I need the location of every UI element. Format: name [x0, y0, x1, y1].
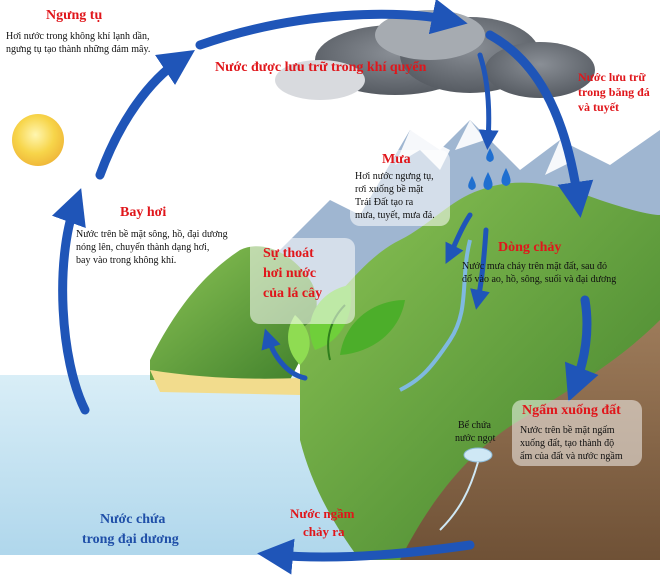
rain-title: Mưa: [382, 152, 411, 167]
sun-icon: [12, 114, 64, 166]
arrow-infiltration: [564, 295, 599, 402]
evaporation-desc-3: bay vào trong không khí.: [76, 255, 177, 266]
condensation-title: Ngưng tụ: [46, 8, 103, 23]
arrow-runoff-2: [470, 227, 490, 310]
evaporation-desc-2: nóng lên, chuyển thành dạng hơi,: [76, 242, 210, 253]
raindrops: [468, 148, 511, 190]
atmosphere-storage-label: Nước được lưu trữ trong khí quyển: [215, 60, 427, 75]
groundwater-out-line-2: chảy ra: [303, 524, 345, 539]
ice-storage-line-2: trong băng đá: [578, 85, 650, 99]
arrow-top: [195, 0, 468, 50]
river: [399, 239, 472, 392]
runoff-desc-1: Nước mưa chảy trên mặt đất, sau đó: [462, 261, 607, 272]
evaporation-desc-1: Nước trên bề mặt sông, hồ, đại dương: [76, 229, 228, 240]
infiltration-desc-3: ẩm của đất và nước ngầm: [520, 451, 623, 462]
infiltration-desc-1: Nước trên bề mặt ngấm: [520, 425, 615, 436]
groundwater-out-line-1: Nước ngầm: [290, 506, 355, 521]
arrow-groundwater: [257, 538, 475, 575]
infiltration-title: Ngấm xuống đất: [522, 403, 621, 418]
arrow-rain-down: [477, 52, 499, 150]
beach: [150, 370, 300, 395]
infiltration-box: [512, 400, 642, 466]
arrow-runoff-1: [445, 212, 473, 264]
arrow-ice: [485, 30, 594, 218]
arrow-evaporation: [51, 188, 90, 415]
ice-storage-line-3: và tuyết: [578, 100, 619, 114]
arrow-transpiration: [261, 328, 308, 381]
rain-desc-4: mưa, tuyết, mưa đá.: [355, 210, 435, 221]
condensation-desc-2: ngưng tụ tạo thành những đám mây.: [6, 44, 151, 55]
runoff-desc-2: đổ vào ao, hồ, sông, suối và đại dương: [462, 274, 617, 285]
freshwater-line-1: Bể chứa: [458, 420, 491, 431]
transpiration-line-1: Sự thoát: [263, 246, 314, 261]
infiltration-desc-2: xuống đất, tạo thành độ: [520, 438, 615, 449]
transpiration-line-2: hơi nước: [263, 266, 317, 281]
arrow-condensation: [95, 50, 195, 180]
transpiration-line-3: của lá cây: [263, 286, 323, 301]
ocean-storage-line-1: Nước chứa: [100, 512, 166, 527]
rain-box: [350, 150, 450, 226]
condensation-desc-1: Hơi nước trong không khí lạnh dần,: [6, 31, 150, 42]
transpiration-box: [250, 238, 355, 324]
evaporation-title: Bay hơi: [120, 205, 167, 220]
runoff-title: Dòng chảy: [498, 240, 562, 255]
rain-desc-2: rơi xuống bề mặt: [355, 184, 424, 195]
rain-desc-1: Hơi nước ngưng tụ,: [355, 171, 434, 182]
rain-desc-3: Trái Đất tạo ra: [355, 197, 414, 208]
ocean-storage-line-2: trong đại dương: [82, 532, 179, 547]
ice-storage-line-1: Nước lưu trữ: [578, 70, 646, 84]
rain-cloud: [275, 10, 595, 100]
freshwater-line-2: nước ngọt: [455, 433, 496, 444]
freshwater-pond: [463, 447, 493, 463]
